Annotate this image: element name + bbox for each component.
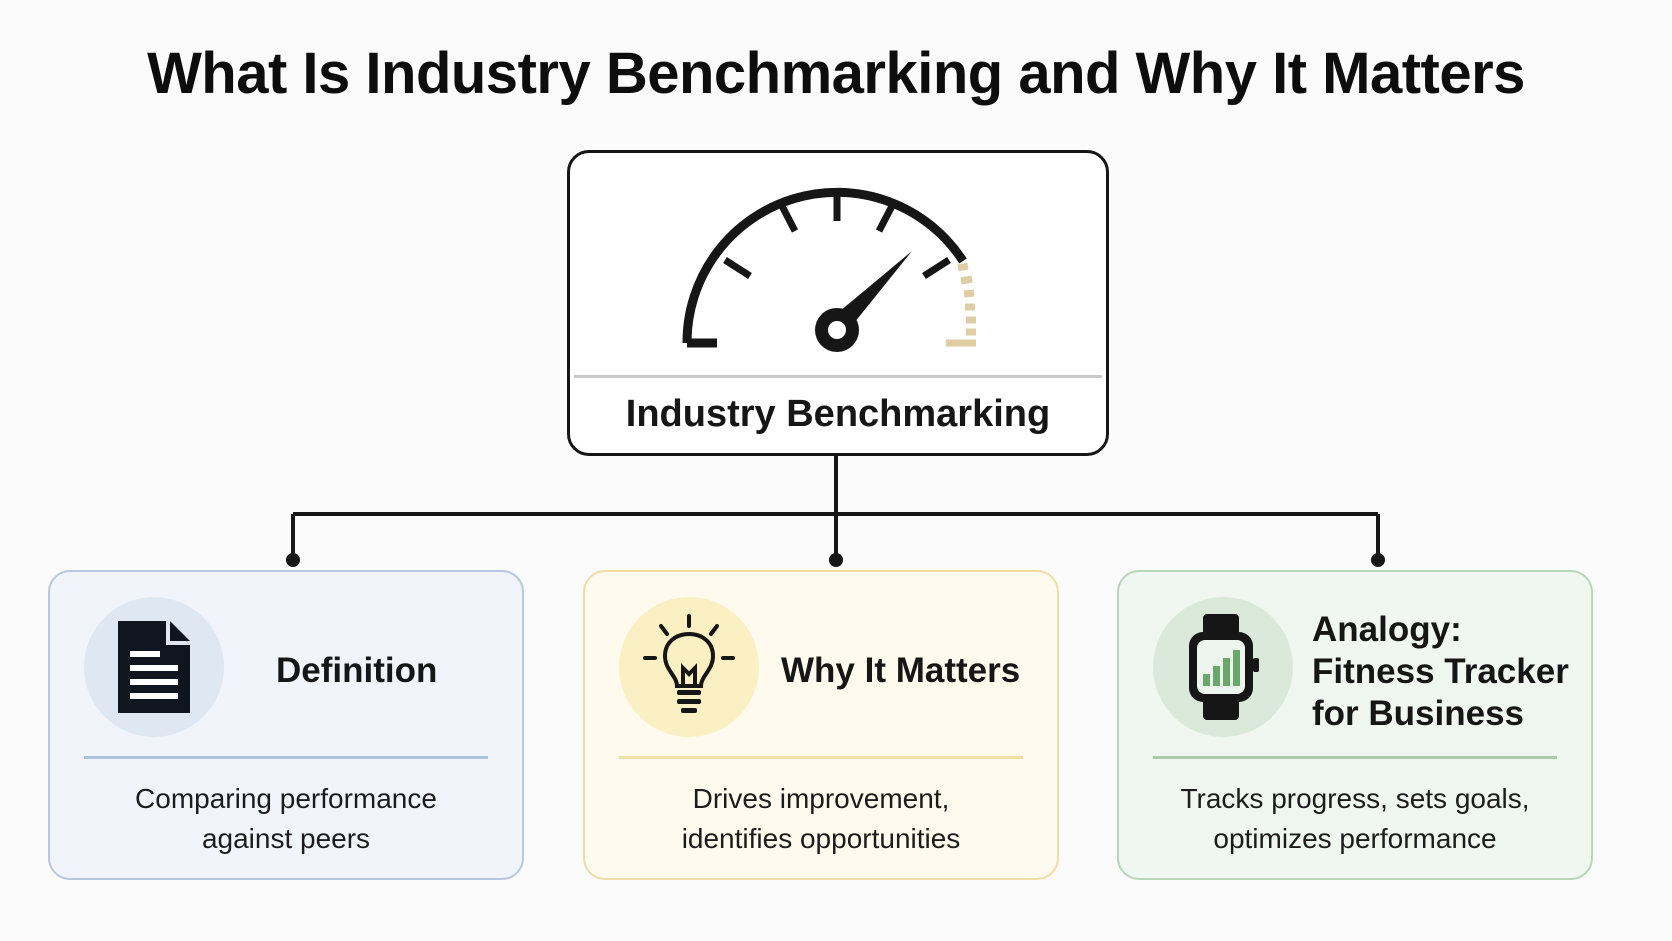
benchmarking-node: Industry Benchmarking: [567, 150, 1109, 456]
analogy-text: Tracks progress, sets goals, optimizes p…: [1180, 783, 1530, 854]
why-text: Drives improvement, identifies opportuni…: [681, 783, 961, 854]
lightbulb-icon: [643, 614, 735, 713]
definition-card: Definition Comparing performance against…: [48, 570, 524, 880]
analogy-icon-circle: [1153, 597, 1293, 737]
node-divider: [574, 375, 1102, 378]
page-title: What Is Industry Benchmarking and Why It…: [147, 41, 1525, 106]
analogy-divider: [1153, 756, 1557, 759]
analogy-card: Analogy: Fitness Tracker for Business Tr…: [1117, 570, 1593, 880]
why-it-matters-card: Why It Matters Drives improvement, ident…: [583, 570, 1059, 880]
definition-divider: [84, 756, 488, 759]
connector-dot-why: [829, 553, 843, 567]
why-heading: Why It Matters: [781, 651, 1021, 690]
definition-text: Comparing performance against peers: [135, 783, 437, 854]
smartwatch-icon: [1189, 614, 1259, 720]
document-icon: [118, 621, 190, 713]
definition-icon-circle: [84, 597, 224, 737]
node-label: Industry Benchmarking: [625, 393, 1051, 435]
definition-heading: Definition: [276, 651, 438, 690]
why-icon-circle: [619, 597, 759, 737]
speedometer-gauge-icon: [682, 187, 976, 352]
connector-dot-analogy: [1371, 553, 1385, 567]
connector-dot-definition: [286, 553, 300, 567]
analogy-heading: Analogy: Fitness Tracker for Business: [1312, 610, 1569, 733]
why-divider: [619, 756, 1023, 759]
